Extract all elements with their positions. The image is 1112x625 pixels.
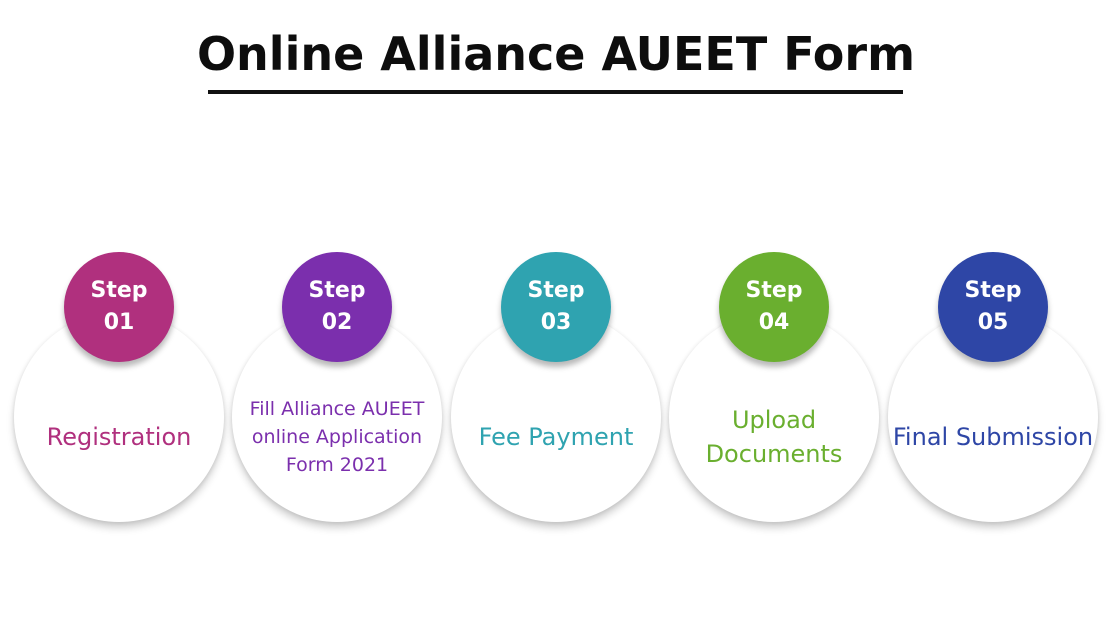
- step-3-badge-word: Step: [527, 278, 585, 303]
- step-2-badge-word: Step: [308, 278, 366, 303]
- step-4-badge-number: 04: [758, 310, 790, 335]
- step-2-badge: Step 02: [282, 252, 392, 362]
- step-1-label: Registration: [46, 423, 192, 451]
- step-3: Step 03 Fee Payment: [451, 252, 667, 532]
- step-3-label: Fee Payment: [478, 423, 634, 451]
- step-1-badge-word: Step: [90, 278, 148, 303]
- step-5-label: Final Submission: [892, 423, 1094, 451]
- step-5-badge: Step 05: [938, 252, 1048, 362]
- step-2-badge-number: 02: [321, 310, 353, 335]
- step-4-badge-word: Step: [745, 278, 803, 303]
- page-title: Online Alliance AUEET Form: [196, 27, 916, 81]
- step-5-badge-word: Step: [964, 278, 1022, 303]
- step-3-badge: Step 03: [501, 252, 611, 362]
- step-2: Step 02 Fill Alliance AUEET online Appli…: [232, 252, 448, 532]
- step-4: Step 04 Upload Documents: [669, 252, 885, 532]
- step-4-badge: Step 04: [719, 252, 829, 362]
- step-5-badge-number: 05: [977, 310, 1009, 335]
- step-2-label: Fill Alliance AUEET online Application F…: [249, 398, 425, 476]
- step-1-badge: Step 01: [64, 252, 174, 362]
- title-underline: [208, 90, 903, 94]
- step-3-badge-number: 03: [540, 310, 572, 335]
- step-4-label: Upload Documents: [705, 406, 843, 468]
- step-1: Step 01 Registration: [14, 252, 230, 532]
- step-1-badge-number: 01: [103, 310, 135, 335]
- step-5: Step 05 Final Submission: [888, 252, 1104, 532]
